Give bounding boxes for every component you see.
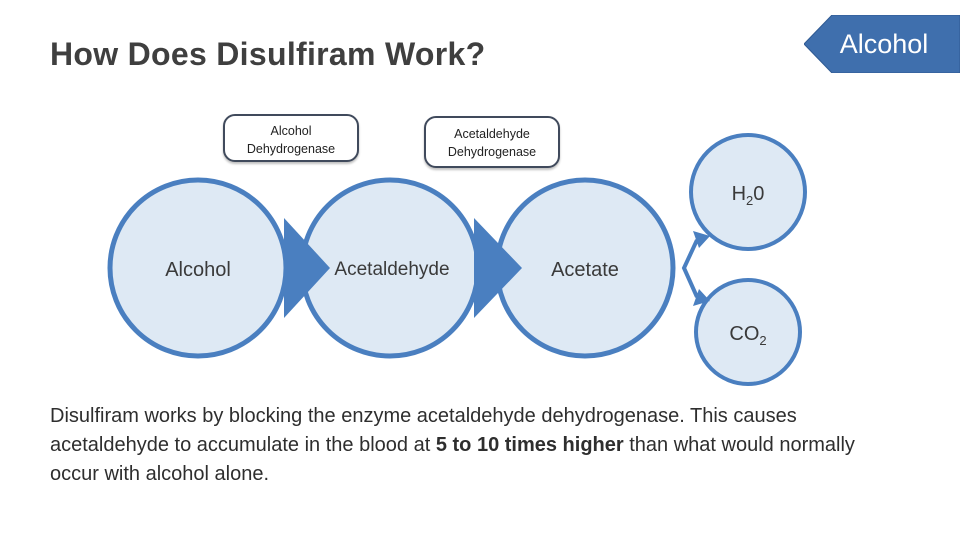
acetaldehyde-circle-label: Acetaldehyde	[334, 259, 449, 280]
tag-label: Alcohol	[839, 29, 929, 59]
topic-tag: Alcohol	[804, 15, 960, 73]
enzyme-line1: Alcohol	[270, 124, 312, 138]
branch-arrow	[681, 239, 699, 298]
description-highlight: 5 to 10 times higher	[435, 434, 624, 456]
enzyme-box-acetaldehyde-dehydrogenase: Acetaldehyde Dehydrogenase	[424, 116, 560, 168]
water-label: H20	[732, 183, 765, 208]
water-circle	[689, 133, 807, 251]
co2-circle	[694, 278, 802, 386]
description-part1: Disulfiram works by blocking the enzyme …	[50, 405, 797, 456]
enzyme-box-alcohol-dehydrogenase: Alcohol Dehydrogenase	[223, 114, 359, 162]
description-text: Disulfiram works by blocking the enzyme …	[50, 402, 900, 489]
arrow-to-water	[693, 231, 710, 248]
description-part2: than what would normally occur with alco…	[50, 434, 855, 485]
page-title: How Does Disulfiram Work?	[50, 36, 486, 72]
arrow-to-co2	[693, 289, 710, 306]
enzyme-line1: Acetaldehyde	[454, 127, 530, 141]
arrow-alcohol-to-acetaldehyde	[284, 218, 330, 318]
tag-shape	[804, 15, 960, 73]
arrow-acetaldehyde-to-acetate	[474, 218, 522, 318]
enzyme-line2: Dehydrogenase	[447, 145, 537, 159]
alcohol-circle-label: Alcohol	[165, 259, 231, 281]
co2-label: CO2	[729, 323, 766, 348]
enzyme-line2: Dehydrogenase	[246, 142, 336, 156]
acetate-circle-label: Acetate	[551, 259, 619, 281]
